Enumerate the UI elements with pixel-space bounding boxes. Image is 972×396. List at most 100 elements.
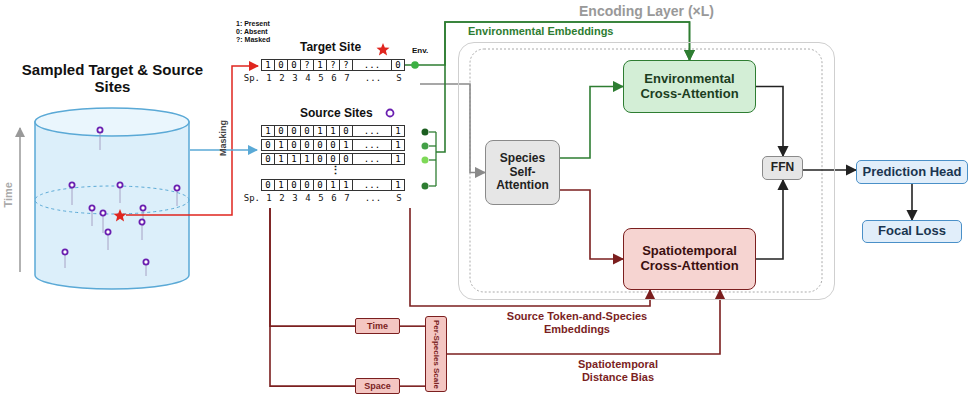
vector-cell: ... <box>352 179 392 191</box>
species-index: 2 <box>275 74 289 84</box>
species-index: ... <box>353 74 393 84</box>
node-label: Time <box>367 321 388 331</box>
vector-cell: 0 <box>261 153 275 165</box>
vector-cell: 1 <box>300 153 314 165</box>
text-label: Env. <box>412 47 428 56</box>
vector-cell: 1 <box>287 153 301 165</box>
vector-cell: 1 <box>391 125 405 137</box>
process-box: Per-Species Scale <box>425 316 447 392</box>
text-label: 1: Present <box>236 20 270 28</box>
text-label: Time <box>2 182 14 207</box>
vector-cell: 1 <box>274 139 288 151</box>
vector-cell: 0 <box>313 179 327 191</box>
site-points <box>65 130 177 276</box>
node-label: Encoding Layer (×L) <box>579 3 714 19</box>
species-index: 7 <box>340 194 354 204</box>
text-label: Masking <box>219 120 229 156</box>
vector-cell: 0 <box>339 125 353 137</box>
connector <box>405 22 690 65</box>
node-label: Per-Species Scale <box>432 320 440 389</box>
process-box: Spatiotemporal Cross-Attention <box>623 228 756 290</box>
species-index: 1 <box>262 194 276 204</box>
vector-cell: 0 <box>326 153 340 165</box>
species-index: Sp. <box>243 194 260 204</box>
presence-vector: 0100001...1 <box>261 139 405 151</box>
vector-cell: ... <box>352 139 392 151</box>
vector-cell: 0 <box>274 125 288 137</box>
node-label: Focal Loss <box>878 224 946 239</box>
node-label: Prediction Head <box>863 165 962 180</box>
node-label: Environmental Cross-Attention <box>627 72 752 102</box>
connector <box>560 87 623 159</box>
vector-cell: ... <box>352 125 392 137</box>
species-index: 7 <box>340 74 354 84</box>
edge-label: Source Token-and-Species Embeddings <box>500 310 654 336</box>
connector <box>756 87 783 157</box>
vector-cell: 1 <box>391 153 405 165</box>
site-cylinder <box>35 108 189 289</box>
source-points <box>62 127 179 264</box>
connector <box>803 169 856 171</box>
species-index: 3 <box>288 194 302 204</box>
vector-cell: 0 <box>300 139 314 151</box>
vector-cell: 1 <box>313 59 327 71</box>
vector-cell: 1 <box>391 139 405 151</box>
node-label: Space <box>364 381 391 391</box>
species-index: Sp. <box>243 74 260 84</box>
vector-cell: 0 <box>287 125 301 137</box>
species-index: 3 <box>288 74 302 84</box>
source-circle <box>387 110 394 117</box>
process-box: Focal Loss <box>862 220 962 243</box>
vector-cell: 0 <box>300 179 314 191</box>
species-index: 4 <box>301 194 315 204</box>
node-label: Source Sites <box>300 106 373 120</box>
vector-cell: 1 <box>274 179 288 191</box>
process-box: Prediction Head <box>856 160 968 184</box>
process-box: Time <box>355 318 400 334</box>
connector <box>560 190 623 259</box>
species-index: 4 <box>301 74 315 84</box>
connector <box>911 184 913 220</box>
species-index: 2 <box>275 194 289 204</box>
species-index: S <box>392 194 406 204</box>
vector-cell: 0 <box>261 179 275 191</box>
vector-cell: 0 <box>313 139 327 151</box>
vector-cell: 1 <box>391 179 405 191</box>
vector-cell: ? <box>339 59 353 71</box>
text-label: ?: Masked <box>236 36 270 44</box>
connector <box>400 385 425 387</box>
text-label: ⋮ <box>330 164 341 176</box>
presence-vector: 100?1??...0 <box>261 59 405 71</box>
vector-cell: 0 <box>261 139 275 151</box>
panel-title: Sampled Target & Source Sites <box>20 62 205 95</box>
vector-cell: 1 <box>261 59 275 71</box>
presence-vector: 0100011...1 <box>261 179 405 191</box>
vector-cell: ? <box>300 59 314 71</box>
vector-cell: 1 <box>326 179 340 191</box>
vector-cell: 1 <box>313 125 327 137</box>
process-box: FFN <box>762 156 803 180</box>
vector-cell: 1 <box>274 153 288 165</box>
vector-cell: 0 <box>391 59 405 71</box>
connector <box>410 208 650 306</box>
presence-vector: 1000110...1 <box>261 125 405 137</box>
vector-cell: 0 <box>339 153 353 165</box>
process-box: Space <box>355 378 400 394</box>
vector-cell: ? <box>326 59 340 71</box>
process-box: Environmental Cross-Attention <box>623 60 756 113</box>
time-arrow <box>19 128 21 272</box>
node-label: FFN <box>771 161 794 175</box>
connector <box>420 84 485 173</box>
vector-cell: 0 <box>326 139 340 151</box>
vector-cell: 0 <box>274 59 288 71</box>
process-box: Species Self-Attention <box>485 140 560 205</box>
node-label: Species Self-Attention <box>489 152 556 193</box>
species-index: 5 <box>314 194 328 204</box>
species-index: 6 <box>327 194 341 204</box>
env-bracket <box>429 132 436 186</box>
vector-cell: ... <box>352 153 392 165</box>
encoding-layer: Species Self-Attention Environmental Cros… <box>458 42 835 300</box>
species-index: 1 <box>262 74 276 84</box>
encoding-inner-box <box>470 49 822 292</box>
connector <box>756 180 783 259</box>
